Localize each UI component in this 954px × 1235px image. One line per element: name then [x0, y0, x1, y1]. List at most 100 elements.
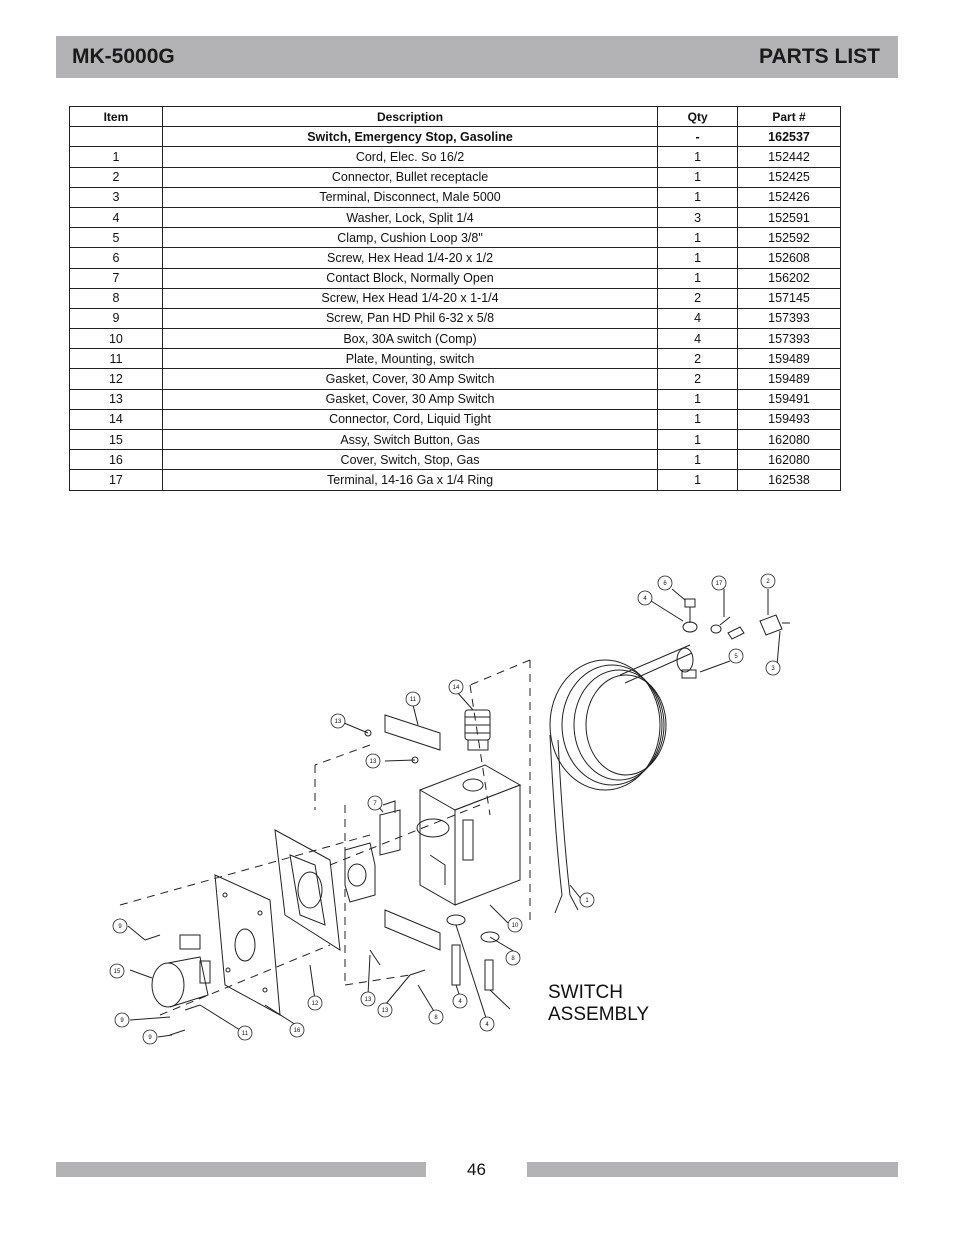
callout-circle	[711, 575, 727, 591]
callout-circle	[479, 1016, 495, 1032]
callout-circle	[142, 1029, 158, 1045]
callout-circle	[365, 753, 381, 769]
callout-circle	[367, 795, 383, 811]
switch-cover	[179, 874, 281, 1016]
assembly-guide-lines	[119, 659, 531, 1016]
callout-number: 12	[312, 1001, 319, 1007]
callout-number: 4	[485, 1022, 489, 1028]
callout-circle	[452, 993, 468, 1009]
callout-number: 13	[365, 997, 372, 1003]
cell-qty: 1	[657, 267, 739, 289]
cell-description: Cover, Switch, Stop, Gas	[161, 449, 659, 471]
callout-circle	[765, 660, 781, 676]
cell-item: 12	[69, 368, 163, 390]
cell-part: 157393	[737, 307, 841, 330]
cell-part: 162080	[737, 449, 841, 471]
callout-number: 9	[148, 1035, 152, 1041]
liquid-tight-connector	[464, 709, 491, 751]
cell-description: Gasket, Cover, 30 Amp Switch	[161, 388, 659, 410]
cell-part: 157393	[737, 328, 841, 350]
cell-qty: 1	[657, 469, 739, 491]
pan-screws	[144, 934, 201, 1036]
cell-part: 156202	[737, 267, 841, 289]
page-number: 46	[467, 1160, 486, 1179]
callout-number: 15	[114, 969, 121, 975]
cell-description: Screw, Pan HD Phil 6-32 x 5/8	[161, 307, 659, 330]
callout-circle	[637, 590, 653, 606]
callout-circle	[428, 1009, 444, 1025]
callout-number: 3	[771, 666, 775, 672]
cell-item	[69, 126, 163, 148]
callout-circle	[579, 892, 595, 908]
callout-number: 7	[373, 801, 377, 807]
cell-qty: 1	[657, 227, 739, 249]
cell-description: Connector, Bullet receptacle	[161, 166, 659, 188]
column-header-item: Item	[69, 105, 163, 128]
cell-part: 159491	[737, 388, 841, 410]
cell-qty: -	[657, 126, 739, 148]
cell-part: 159489	[737, 368, 841, 390]
footer-bar-left	[56, 1162, 426, 1177]
callout-circle	[728, 648, 744, 664]
cell-item: 4	[69, 206, 163, 229]
cell-qty: 1	[657, 166, 739, 188]
callout-circle	[109, 963, 125, 979]
cell-item: 1	[69, 146, 163, 168]
callout-number: 13	[382, 1008, 389, 1014]
cell-part: 162080	[737, 428, 841, 451]
cell-description: Clamp, Cushion Loop 3/8"	[161, 227, 659, 249]
cell-part: 159489	[737, 348, 841, 370]
cell-description: Switch, Emergency Stop, Gasoline	[161, 126, 659, 148]
page-title: PARTS LIST	[759, 45, 880, 68]
cell-qty: 1	[657, 408, 739, 431]
cell-description: Terminal, 14-16 Ga x 1/4 Ring	[161, 469, 659, 491]
cell-qty: 1	[657, 428, 739, 451]
cell-item: 7	[69, 267, 163, 289]
cell-item: 6	[69, 247, 163, 269]
callout-leaders	[127, 588, 781, 1038]
assembly-row: Switch, Emergency Stop, Gasoline - 16253…	[69, 126, 841, 148]
callout-circle	[360, 991, 376, 1007]
cell-description: Plate, Mounting, switch	[161, 348, 659, 370]
cell-part: 152442	[737, 146, 841, 168]
callout-number: 11	[242, 1031, 249, 1037]
switch-box	[416, 764, 522, 906]
cell-qty: 1	[657, 388, 739, 410]
callout-number: 13	[335, 719, 342, 725]
cell-description: Box, 30A switch (Comp)	[161, 328, 659, 350]
callout-number: 1	[585, 898, 589, 904]
cell-qty: 4	[657, 307, 739, 330]
callout-number: 10	[512, 923, 519, 929]
cell-part: 152608	[737, 247, 841, 269]
callout-circle	[307, 995, 323, 1011]
mounting-plate-bottom	[369, 909, 441, 976]
cell-item: 10	[69, 328, 163, 350]
hex-screws	[446, 914, 500, 991]
model-name: MK-5000G	[72, 45, 175, 68]
assembly-label-line2: ASSEMBLY	[548, 1004, 650, 1025]
callout-circle	[237, 1025, 253, 1041]
cord-coil	[549, 644, 693, 914]
assembly-label: SWITCH ASSEMBLY	[548, 982, 649, 1026]
callout-number: 9	[118, 924, 122, 930]
cell-description: Terminal, Disconnect, Male 5000	[161, 186, 659, 208]
cell-description: Washer, Lock, Split 1/4	[161, 206, 659, 229]
callout-number: 8	[511, 956, 515, 962]
cell-description: Screw, Hex Head 1/4-20 x 1/2	[161, 247, 659, 269]
footer-bar-right	[527, 1162, 898, 1177]
cell-item: 14	[69, 408, 163, 431]
cell-item: 9	[69, 307, 163, 330]
callout-number: 5	[734, 654, 738, 660]
cell-item: 2	[69, 166, 163, 188]
